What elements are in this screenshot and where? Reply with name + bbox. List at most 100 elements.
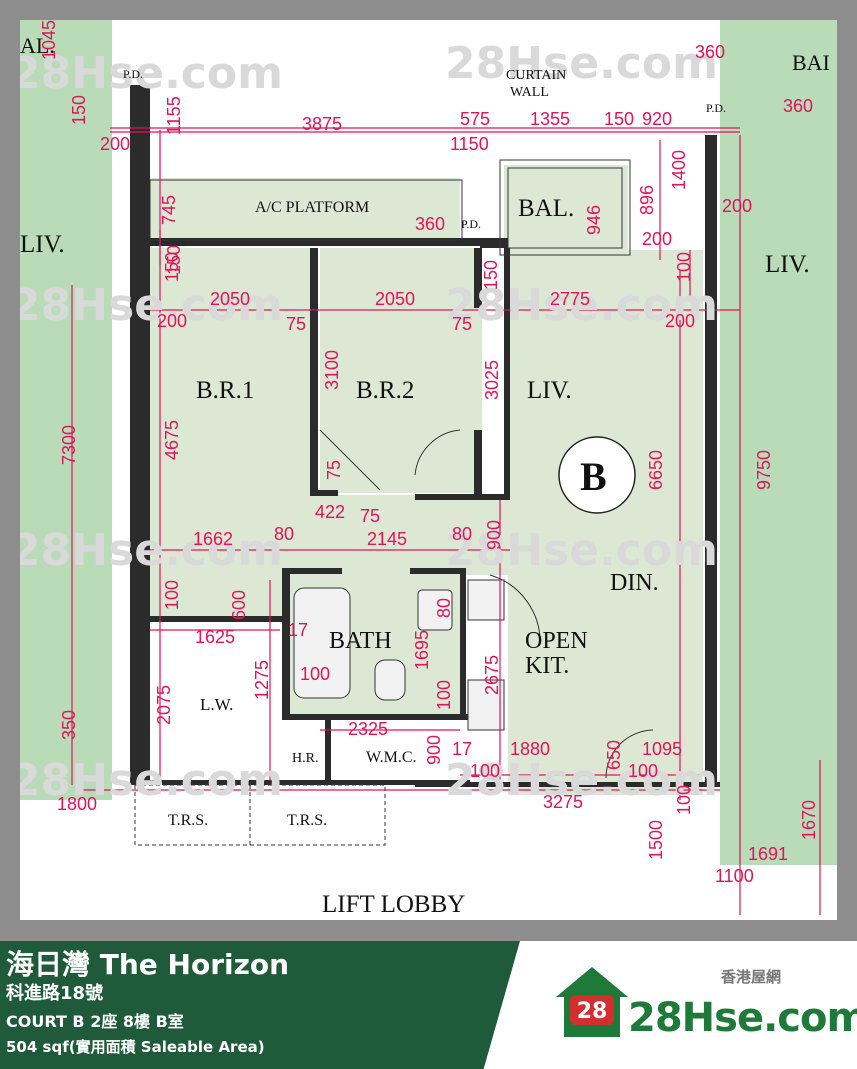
property-title: 海日灣 The Horizon [6, 948, 290, 981]
watermark-text: 28Hse.com [20, 755, 283, 806]
label-curtain-2: WALL [510, 85, 549, 100]
dimension-label: 1625 [195, 627, 235, 647]
label-pd3: P.D. [706, 101, 726, 115]
dimension-label: 150 [481, 260, 501, 290]
dimension-label: 200 [157, 311, 187, 331]
dimension-label: 745 [159, 195, 179, 225]
property-unit: COURT B 2座 8樓 B室 [6, 1012, 184, 1031]
watermark-text: 28Hse.com [445, 525, 718, 576]
label-open-kit-2: KIT. [525, 653, 569, 679]
dimension-label: 200 [722, 196, 752, 216]
label-bal-center: BAL. [518, 195, 574, 222]
dimension-label: 100 [434, 680, 454, 710]
label-pd2: P.D. [461, 217, 481, 231]
kitchen-counter [467, 579, 505, 621]
watermark-text: 28Hse.com [445, 755, 718, 806]
dimension-label: 360 [695, 42, 725, 62]
basin [417, 589, 453, 631]
dimension-label: 600 [229, 590, 249, 620]
brand-chinese-name: 香港屋網 [721, 968, 782, 986]
dimension-label: 75 [452, 314, 472, 334]
footer: 海日灣 The Horizon 科進路18號 COURT B 2座 8樓 B室 … [0, 941, 857, 1069]
house-logo-icon: 28 [556, 967, 628, 1037]
brand-name: 28Hse.com [628, 995, 857, 1041]
room-labels: B.R.1 B.R.2 LIV. LIV. LIV. BAL. AL. BAI … [20, 33, 830, 918]
bedroom-2-area [320, 248, 482, 493]
dimension-label: 100 [162, 580, 182, 610]
dimension-label: 9750 [754, 450, 774, 490]
dimension-label: 2075 [154, 685, 174, 725]
label-liv-right: LIV. [765, 251, 810, 278]
corridor-area [150, 495, 510, 575]
label-ac-platform: A/C PLATFORM [255, 199, 369, 216]
dimension-label: 2675 [482, 655, 502, 695]
dimension-label: 3875 [302, 114, 342, 134]
dimension-label: 100 [628, 761, 658, 781]
svg-text:28: 28 [577, 999, 608, 1024]
label-curtain-1: CURTAIN [506, 68, 566, 83]
dimension-label: 575 [460, 109, 490, 129]
label-trs1: T.R.S. [168, 812, 208, 829]
dimension-label: 3025 [482, 360, 502, 400]
dimension-label: 1100 [715, 866, 754, 886]
label-br1: B.R.1 [196, 377, 254, 404]
dimension-label: 1355 [530, 109, 570, 129]
dimension-label: 360 [415, 214, 445, 234]
label-liv-center: LIV. [527, 377, 572, 404]
walls [130, 85, 720, 787]
dimension-label: 2775 [550, 289, 590, 309]
floor-plan-drawing: 28Hse.com 28Hse.com 28Hse.com 28Hse.com … [20, 20, 837, 915]
dimension-label: 1095 [642, 739, 682, 759]
dimension-label: 1670 [799, 800, 819, 840]
label-bath: BATH [329, 628, 392, 654]
dimension-label: 1880 [510, 739, 550, 759]
dimension-label: 900 [424, 735, 444, 765]
dimension-label: 100 [300, 664, 330, 684]
dimension-label: 896 [637, 185, 657, 215]
dimension-label: 75 [360, 506, 380, 526]
dimension-label: 1275 [252, 660, 272, 700]
watermark-text: 28Hse.com [20, 525, 283, 576]
bath-fixtures [293, 579, 505, 731]
living-area [508, 250, 703, 795]
property-area: 504 sqf(實用面積 Saleable Area) [6, 1038, 265, 1056]
dimension-label: 150 [604, 109, 634, 129]
dimension-label: 100 [674, 252, 694, 282]
fridge [467, 679, 505, 731]
dimension-label: 920 [642, 109, 672, 129]
label-din: DIN. [610, 570, 659, 596]
watermark-text: 28Hse.com [20, 48, 283, 99]
dimension-label: 6650 [646, 450, 666, 490]
dimension-label: 2325 [348, 719, 388, 739]
dimension-label: 200 [100, 134, 130, 154]
label-liv-left: LIV. [20, 231, 65, 258]
dimension-label: 1155 [164, 96, 184, 135]
dimension-label: 422 [315, 502, 345, 522]
footer-info-panel: 海日灣 The Horizon 科進路18號 COURT B 2座 8樓 B室 … [0, 941, 520, 1069]
dimension-label: 80 [274, 524, 294, 544]
dimension-label: 3100 [322, 350, 342, 390]
dimension-label: 1045 [39, 20, 59, 60]
label-hr: H.R. [292, 751, 318, 766]
dimension-label: 2050 [210, 289, 250, 309]
dimension-label: 900 [484, 520, 504, 550]
dimension-label: 100 [470, 761, 500, 781]
label-lift-lobby: LIFT LOBBY [322, 891, 465, 918]
bathtub [293, 587, 351, 699]
dimension-lines [71, 127, 821, 915]
dimension-label: 200 [665, 311, 695, 331]
lw-area [150, 620, 280, 782]
balcony-area [504, 165, 628, 255]
property-address: 科進路18號 [6, 983, 104, 1004]
dimension-label: 1691 [748, 844, 788, 864]
dimension-label: 1150 [450, 134, 489, 154]
dimension-label: 150 [162, 252, 182, 282]
dimension-label: 4675 [162, 420, 182, 460]
dimension-label: 150 [164, 245, 184, 275]
dimension-label: 17 [288, 620, 308, 640]
dimension-label: 350 [59, 710, 79, 740]
label-pd1: P.D. [123, 67, 143, 81]
watermarks: 28Hse.com 28Hse.com 28Hse.com 28Hse.com … [20, 38, 718, 806]
neighbor-unit-left [20, 20, 112, 800]
dimension-label: 1695 [412, 630, 432, 670]
